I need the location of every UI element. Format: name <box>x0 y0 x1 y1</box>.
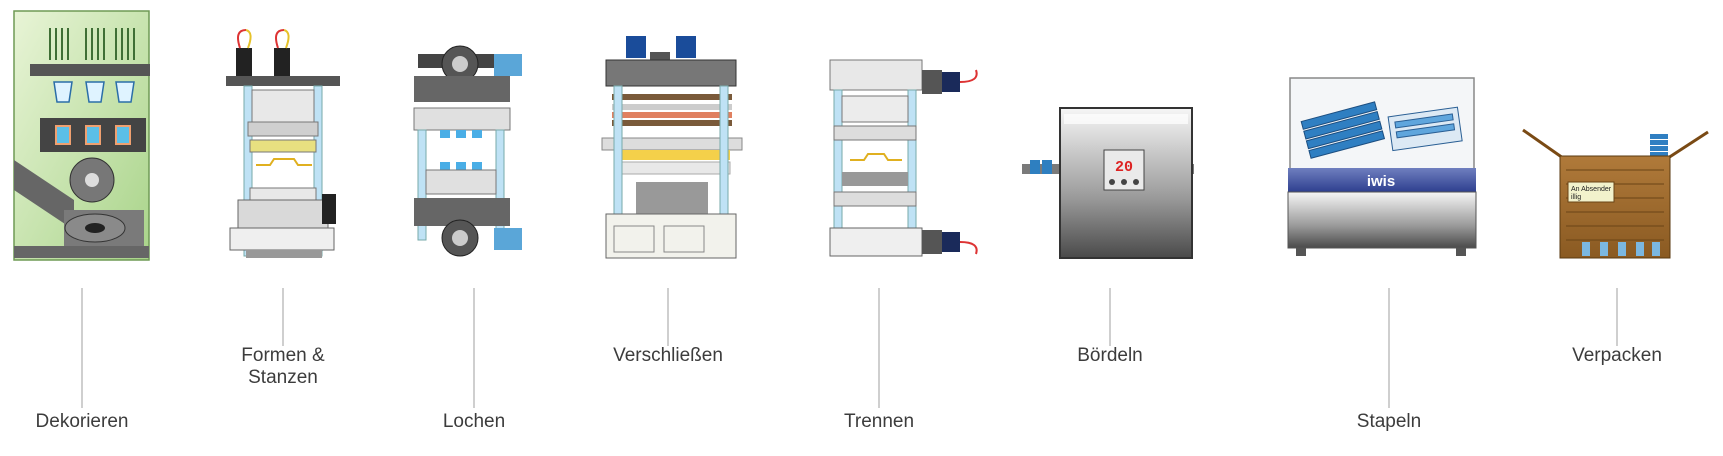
step-label-verpacken: Verpacken <box>1572 345 1662 366</box>
step-label-trennen: Trennen <box>843 411 915 432</box>
sealing-press-icon <box>601 36 743 259</box>
decorating-machine-icon <box>13 10 150 261</box>
step-label-verschliessen: Verschließen <box>613 345 723 366</box>
step-label-stapeln: Stapeln <box>1356 411 1422 432</box>
step-label-lochen: Lochen <box>442 411 506 432</box>
connector-lines <box>81 288 1618 408</box>
counter-display: 20 <box>1115 159 1133 176</box>
step-label-formen-stanzen: Formen &Stanzen <box>241 345 325 388</box>
perforating-press-icon <box>413 45 522 257</box>
rim-rolling-machine-icon: 20 <box>1022 107 1194 259</box>
stacking-machine-icon: iwis <box>1287 77 1477 256</box>
box-label-line2: illig <box>1571 194 1581 201</box>
step-label-boerdeln: Bördeln <box>1077 345 1143 366</box>
box-label-line1: An Absender <box>1571 186 1612 193</box>
brand-logo-text: iwis <box>1367 173 1395 190</box>
cutting-press-icon <box>829 59 978 257</box>
packing-box-icon: An Absender illig <box>1522 128 1709 259</box>
forming-punching-press-icon <box>226 29 340 258</box>
step-label-dekorieren: Dekorieren <box>35 411 129 432</box>
